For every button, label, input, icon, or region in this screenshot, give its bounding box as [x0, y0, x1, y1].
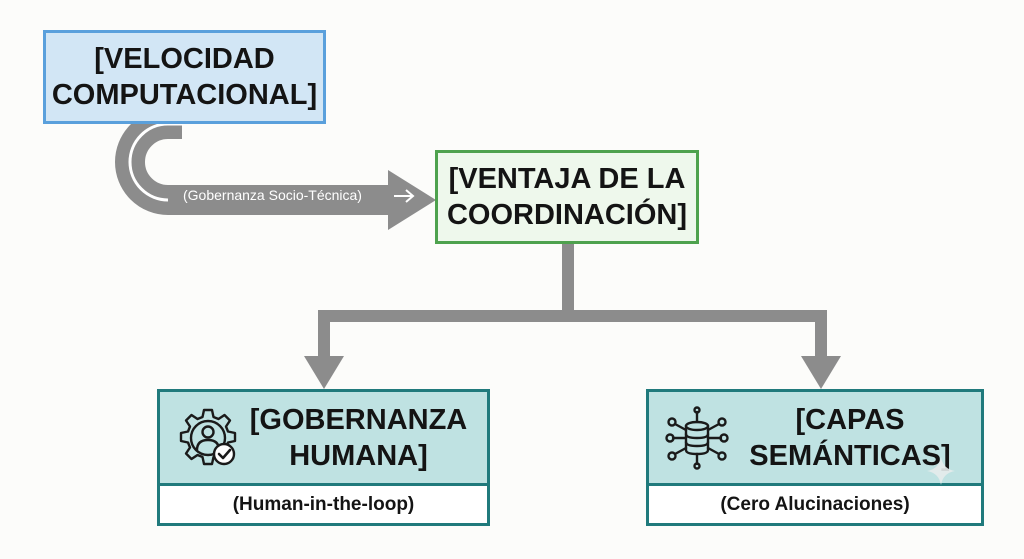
- arrowhead-capas: [801, 356, 841, 389]
- node-velocidad-line2: COMPUTACIONAL]: [51, 79, 318, 111]
- node-ventaja-line1: [VENTAJA DE LA: [448, 163, 686, 195]
- card-capas-subtitle: (Cero Alucinaciones): [720, 493, 910, 515]
- node-ventaja-de-la-coordinacion: [VENTAJA DE LA COORDINACIÓN]: [435, 150, 699, 244]
- curved-arrow-velocidad-to-ventaja: [115, 109, 436, 230]
- card-gobernanza-title-line2: HUMANA]: [289, 439, 428, 472]
- arrowhead-gobernanza: [304, 356, 344, 389]
- card-capas-title-line1: [CAPAS: [795, 403, 905, 436]
- card-gobernanza-header: [GOBERNANZA HUMANA]: [160, 392, 487, 486]
- card-gobernanza-title-line1: [GOBERNANZA: [249, 403, 468, 436]
- card-gobernanza-humana: [GOBERNANZA HUMANA] (Human-in-the-loop): [157, 389, 490, 526]
- card-gobernanza-title: [GOBERNANZA HUMANA]: [240, 402, 487, 474]
- database-network-icon: [665, 405, 729, 470]
- sparkle-icon: [927, 457, 955, 485]
- card-gobernanza-subtitle: (Human-in-the-loop): [232, 493, 415, 515]
- card-capas-semanticas: [CAPAS SEMÁNTICAS] (Cero Alucinaciones): [646, 389, 984, 526]
- gear-person-check-icon: [179, 408, 237, 465]
- card-capas-header: [CAPAS SEMÁNTICAS]: [649, 392, 981, 486]
- node-ventaja-line2: COORDINACIÓN]: [446, 199, 688, 231]
- branch-connector: [304, 244, 841, 389]
- card-capas-title-line2: SEMÁNTICAS]: [749, 439, 951, 472]
- edge-label-gobernanza-socio-tecnica: (Gobernanza Socio-Técnica): [183, 187, 362, 203]
- node-velocidad-computacional: [VELOCIDAD COMPUTACIONAL]: [43, 30, 326, 124]
- card-capas-title: [CAPAS SEMÁNTICAS]: [729, 402, 981, 474]
- node-velocidad-line1: [VELOCIDAD: [94, 43, 275, 75]
